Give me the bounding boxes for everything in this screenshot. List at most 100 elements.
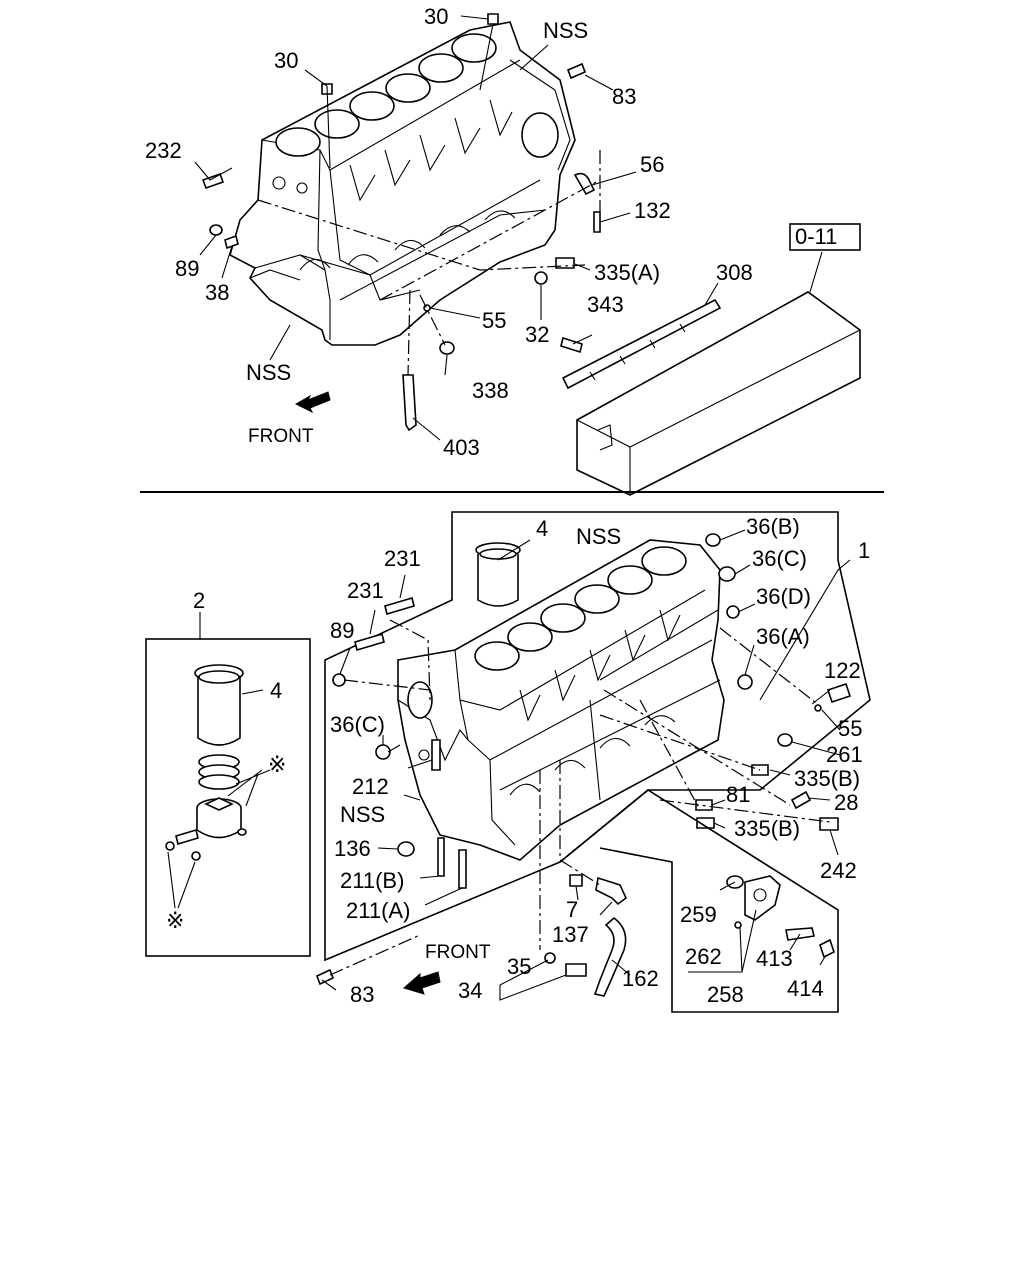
pin-212-part (431, 739, 441, 771)
label-0-11: 0-11 (795, 224, 837, 249)
label-83-top: 83 (612, 84, 636, 109)
label-4-top: 4 (536, 516, 548, 541)
bottom-cylinder-block (397, 539, 725, 861)
bolt-34-part (565, 963, 587, 977)
plug-89-bottom-part (332, 673, 346, 687)
label-211a: 211(A) (346, 898, 410, 923)
label-259: 259 (680, 902, 717, 927)
label-34: 34 (458, 978, 482, 1003)
label-star-pins: ※ (166, 908, 184, 933)
label-7: 7 (566, 897, 578, 922)
label-89-top: 89 (175, 256, 199, 281)
housing-258-part (726, 875, 835, 959)
stud-232-part (201, 172, 225, 190)
label-30-left: 30 (274, 48, 298, 73)
top-cylinder-block-view: 30 30 NSS 83 232 56 132 0-11 89 38 335(A… (145, 4, 861, 496)
reference-kit-box (576, 223, 861, 496)
label-212: 212 (352, 774, 389, 799)
label-231-upper: 231 (384, 546, 421, 571)
label-55-bottom: 55 (838, 716, 862, 741)
label-231-lower: 231 (347, 578, 384, 603)
label-81: 81 (726, 782, 750, 807)
bottom-cylinder-block-view: 4 NSS 36(B) 36(C) 1 231 231 36(D) 2 89 3… (145, 511, 871, 1013)
label-36b: 36(B) (746, 514, 800, 539)
bolt-211b-part (437, 837, 445, 877)
stud-231b-part (354, 632, 385, 652)
label-1: 1 (858, 538, 870, 563)
label-338: 338 (472, 378, 509, 403)
label-308: 308 (716, 260, 753, 285)
label-83-bottom: 83 (350, 982, 374, 1007)
label-335b-upper: 335(B) (794, 766, 860, 791)
plug-32-part (534, 271, 548, 285)
bolt-122-part (826, 682, 852, 704)
bolt-211a-part (458, 849, 467, 889)
pin-83-bottom-part (315, 968, 335, 986)
label-335a: 335(A) (594, 260, 660, 285)
piston-kit-2-box (145, 638, 311, 957)
plug-36b-part (705, 533, 721, 547)
plug-89-part (209, 224, 223, 236)
label-413: 413 (756, 946, 793, 971)
plug-338-part (439, 341, 455, 355)
label-front-bottom: FRONT (425, 942, 491, 963)
label-nss-bottom-top: NSS (576, 524, 621, 549)
bolt-83-part (566, 62, 587, 80)
plug-55-bottom-part (814, 704, 822, 712)
plug-36c-right-part (718, 566, 736, 582)
label-262: 262 (685, 944, 722, 969)
piston-kit-parts (165, 664, 247, 861)
plug-136-part (397, 841, 415, 857)
bolt-81-part (695, 799, 713, 811)
label-36a: 36(A) (756, 624, 810, 649)
plug-36c-left-part (375, 744, 391, 760)
nozzle-403-part (402, 374, 417, 432)
label-36c-left: 36(C) (330, 712, 385, 737)
top-leader-lines (194, 15, 823, 441)
label-261: 261 (826, 742, 863, 767)
label-35: 35 (507, 954, 531, 979)
label-55-top: 55 (482, 308, 506, 333)
front-arrow-top-icon (294, 391, 331, 414)
label-56: 56 (640, 152, 664, 177)
label-403: 403 (443, 435, 480, 460)
bolt-343-part (560, 336, 583, 354)
label-89-bottom: 89 (330, 618, 354, 643)
label-36d: 36(D) (756, 584, 811, 609)
label-335b-lower: 335(B) (734, 816, 800, 841)
bolt-242-part (819, 817, 839, 831)
bottom-leader-lines (167, 529, 851, 1001)
housing-detail-box (559, 789, 839, 1013)
label-38: 38 (205, 280, 229, 305)
label-343: 343 (587, 292, 624, 317)
plug-36a-part (737, 674, 753, 690)
label-28: 28 (834, 790, 858, 815)
label-258: 258 (707, 982, 744, 1007)
clip-28-part (790, 790, 812, 810)
label-162: 162 (622, 966, 659, 991)
front-arrow-bottom-icon (402, 971, 441, 995)
label-front-top: FRONT (248, 426, 314, 447)
label-nss-left: NSS (246, 360, 291, 385)
label-2: 2 (193, 588, 205, 613)
washer-261-part (777, 733, 793, 747)
label-nss-top: NSS (543, 18, 588, 43)
label-32: 32 (525, 322, 549, 347)
plug-30a-part (487, 13, 499, 25)
label-star-kit: ※ (268, 752, 286, 777)
rail-308-part (561, 298, 722, 390)
label-242: 242 (820, 858, 857, 883)
liner-4-part (475, 542, 521, 607)
bolt-335a-part (555, 257, 575, 269)
hose-162-part (593, 916, 627, 997)
pipe-56-part (573, 172, 596, 196)
label-136: 136 (334, 836, 371, 861)
label-232: 232 (145, 138, 182, 163)
label-211b: 211(B) (340, 868, 404, 893)
bolt-335b-lower-part (696, 817, 715, 829)
label-36c-right: 36(C) (752, 546, 807, 571)
label-122: 122 (824, 658, 861, 683)
washer-35-part (544, 952, 556, 964)
